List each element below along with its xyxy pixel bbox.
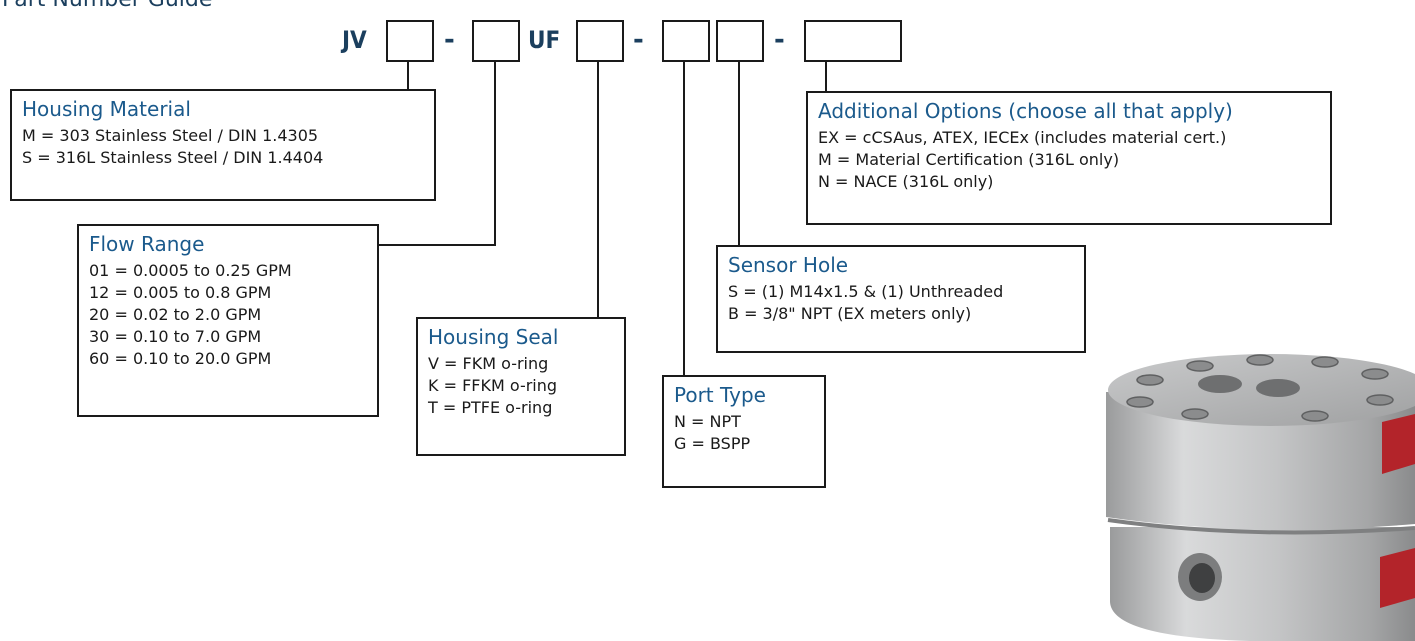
additional-options-title: Additional Options (choose all that appl… — [818, 99, 1233, 123]
connector-flow-range-vertical — [494, 60, 496, 246]
additional-options-box: Additional Options (choose all that appl… — [806, 91, 1332, 225]
flow-meter-photo — [1106, 354, 1415, 641]
meter-lower-body — [1110, 527, 1415, 641]
slot-housing-seal — [576, 20, 624, 62]
port-type-title: Port Type — [674, 383, 766, 407]
slot-sensor-hole — [716, 20, 764, 62]
nameplate-upper — [1382, 414, 1415, 474]
connector-sensor-hole — [738, 60, 740, 246]
connector-additional-options — [825, 60, 827, 92]
connector-housing-seal — [597, 60, 599, 318]
sensor-hole-option: B = 3/8" NPT (EX meters only) — [728, 304, 972, 323]
connector-housing-material — [407, 60, 409, 90]
sensor-hole-title: Sensor Hole — [728, 253, 849, 277]
additional-options-option: EX = cCSAus, ATEX, IECEx (includes mater… — [818, 128, 1227, 147]
code-dash-1: - — [444, 25, 455, 55]
bolt-holes — [1126, 354, 1394, 422]
flow-range-option: 20 = 0.02 to 2.0 GPM — [89, 305, 262, 324]
housing-material-title: Housing Material — [22, 97, 191, 121]
slot-additional-options — [804, 20, 902, 62]
connector-flow-range-horizontal — [378, 244, 496, 246]
additional-options-option: M = Material Certification (316L only) — [818, 150, 1120, 169]
port-type-box: Port Type N = NPT G = BSPP — [662, 375, 826, 488]
meter-upper-body — [1106, 392, 1415, 530]
code-prefix: JV — [342, 26, 367, 54]
additional-options-option: N = NACE (316L only) — [818, 172, 994, 191]
sensor-hole-box: Sensor Hole S = (1) M14x1.5 & (1) Unthre… — [716, 245, 1086, 353]
meter-seam — [1107, 518, 1415, 535]
housing-material-box: Housing Material M = 303 Stainless Steel… — [10, 89, 436, 201]
slot-housing-material — [386, 20, 434, 62]
housing-seal-box: Housing Seal V = FKM o-ring K = FFKM o-r… — [416, 317, 626, 456]
page-header: Part Number Guide — [2, 0, 212, 12]
connector-port-type — [683, 60, 685, 376]
top-port-left — [1198, 375, 1242, 393]
nameplate-lower — [1380, 548, 1415, 608]
flow-range-box: Flow Range 01 = 0.0005 to 0.25 GPM 12 = … — [77, 224, 379, 417]
top-port-right — [1256, 379, 1300, 397]
port-type-option: N = NPT — [674, 412, 741, 431]
port-type-option: G = BSPP — [674, 434, 751, 453]
code-dash-2: - — [633, 25, 644, 55]
flow-range-option: 12 = 0.005 to 0.8 GPM — [89, 283, 272, 302]
housing-material-option: S = 316L Stainless Steel / DIN 1.4404 — [22, 148, 324, 167]
housing-seal-option: T = PTFE o-ring — [428, 398, 553, 417]
flow-range-option: 60 = 0.10 to 20.0 GPM — [89, 349, 272, 368]
slot-port-type — [662, 20, 710, 62]
housing-seal-option: K = FFKM o-ring — [428, 376, 558, 395]
side-port-inner — [1189, 563, 1215, 593]
housing-material-option: M = 303 Stainless Steel / DIN 1.4305 — [22, 126, 319, 145]
code-dash-3: - — [774, 25, 785, 55]
housing-seal-option: V = FKM o-ring — [428, 354, 549, 373]
sensor-hole-option: S = (1) M14x1.5 & (1) Unthreaded — [728, 282, 1004, 301]
code-middle: UF — [528, 26, 561, 54]
flow-range-option: 01 = 0.0005 to 0.25 GPM — [89, 261, 292, 280]
flow-range-option: 30 = 0.10 to 7.0 GPM — [89, 327, 262, 346]
housing-seal-title: Housing Seal — [428, 325, 559, 349]
flow-range-title: Flow Range — [89, 232, 205, 256]
slot-flow-range — [472, 20, 520, 62]
